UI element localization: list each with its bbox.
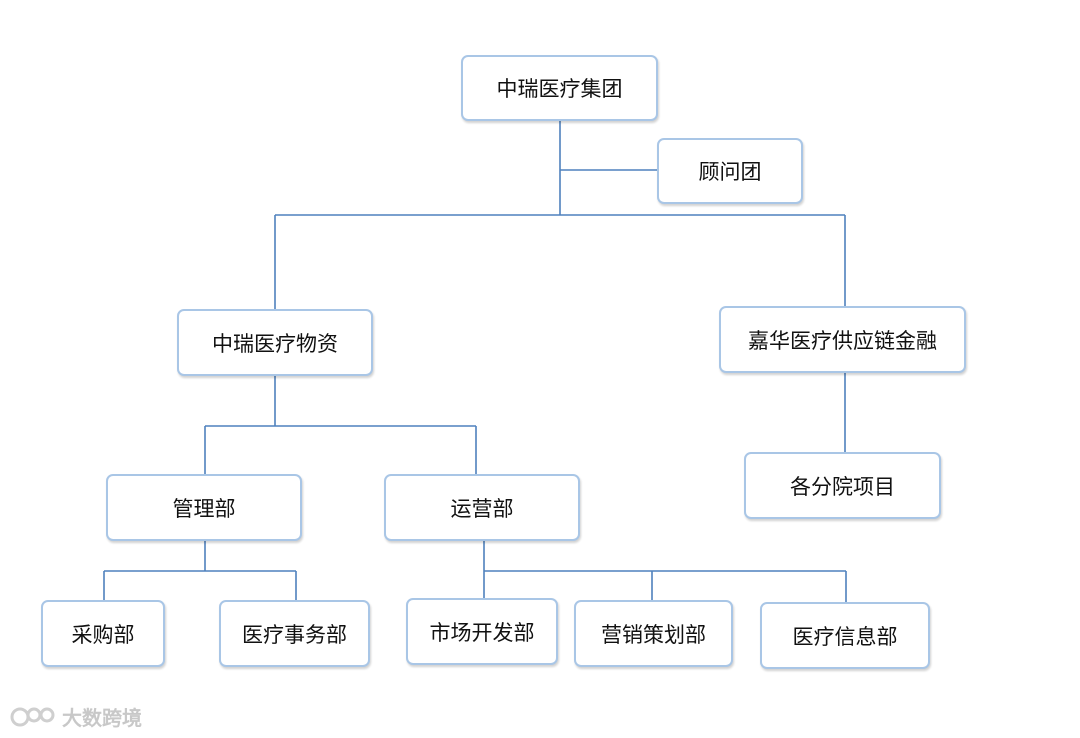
watermark: 大数跨境 <box>10 702 142 731</box>
node-branches: 各分院项目 <box>744 452 941 519</box>
node-medical-affairs: 医疗事务部 <box>219 600 370 667</box>
node-finance: 嘉华医疗供应链金融 <box>719 306 966 373</box>
node-management: 管理部 <box>106 474 302 541</box>
node-purchasing: 采购部 <box>41 600 165 667</box>
node-medical-info: 医疗信息部 <box>760 602 930 669</box>
watermark-text: 大数跨境 <box>62 706 142 730</box>
node-market-dev: 市场开发部 <box>406 598 558 665</box>
node-operations: 运营部 <box>384 474 580 541</box>
node-root: 中瑞医疗集团 <box>461 55 658 121</box>
node-materials: 中瑞医疗物资 <box>177 309 373 376</box>
node-marketing: 营销策划部 <box>574 600 733 667</box>
node-advisory: 顾问团 <box>657 138 803 204</box>
logo-icon <box>10 705 56 729</box>
